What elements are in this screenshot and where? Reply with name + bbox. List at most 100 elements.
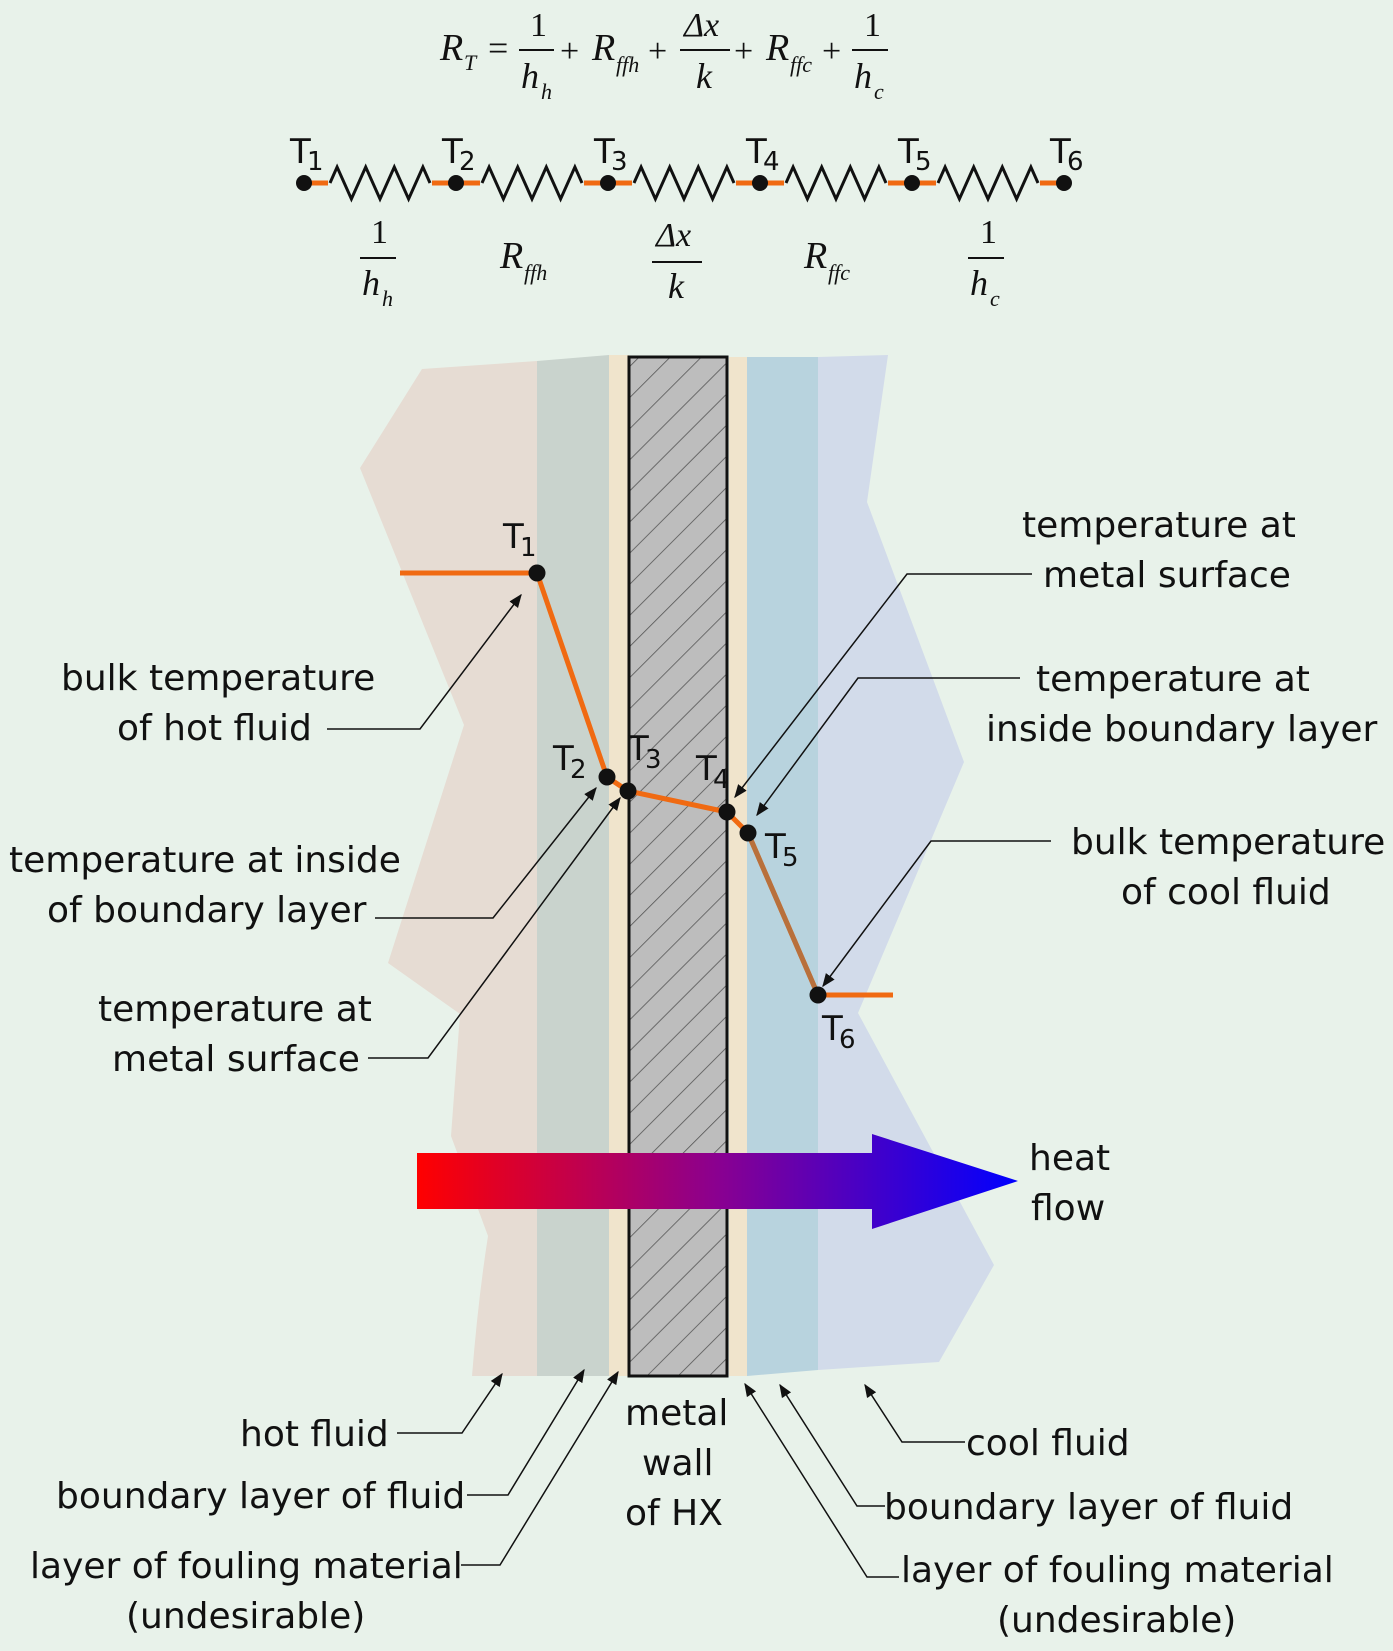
- network-node-3: [600, 175, 616, 191]
- network-node-sub-2: 2: [459, 147, 476, 177]
- label-fouling-left-2: (undesirable): [126, 1596, 365, 1637]
- network-node-sub-4: 4: [763, 147, 780, 177]
- label-bulk-hot-2: of hot fluid: [117, 708, 312, 749]
- profile-node-label-4: T: [695, 749, 717, 789]
- network-node-label-6: T: [1049, 132, 1071, 172]
- label-boundary-layer-right: boundary layer of fluid: [884, 1487, 1293, 1528]
- label-boundary-layer-left: boundary layer of fluid: [56, 1476, 465, 1517]
- formula-dx: Δx: [682, 7, 719, 44]
- formula-den-hc: h: [854, 56, 872, 96]
- profile-node-sub-2: 2: [570, 755, 587, 785]
- formula-rffc-sub: ffc: [790, 52, 812, 77]
- annotation-labels: bulk temperature of hot fluid temperatur…: [9, 505, 1385, 1641]
- profile-node-sub-5: 5: [782, 843, 799, 873]
- label-bulk-cool-1: bulk temperature: [1071, 822, 1385, 863]
- label-metal-wall-3: of HX: [625, 1493, 723, 1534]
- network-node-label-5: T: [897, 132, 919, 172]
- profile-node-3: [619, 782, 637, 800]
- svg-text:+: +: [822, 33, 841, 70]
- formula-den-h: h: [521, 56, 539, 96]
- label-bulk-hot-1: bulk temperature: [61, 658, 375, 699]
- profile-segment-cool: [745, 832, 821, 996]
- network-node-sub-5: 5: [915, 147, 932, 177]
- hot-boundary-layer: [537, 355, 609, 1376]
- network-node-6: [1056, 175, 1072, 191]
- resistor-5: [936, 163, 1040, 203]
- profile-node-sub-4: 4: [713, 765, 730, 795]
- heat-flow-label-2: flow: [1031, 1188, 1105, 1229]
- leader-lines: [327, 573, 1051, 1578]
- network-node-label-1: T: [289, 132, 311, 172]
- heat-exchanger-layers: [360, 355, 994, 1378]
- cool-fluid-region: [818, 355, 994, 1370]
- hot-fluid-region: [360, 361, 537, 1376]
- label-hot-fluid: hot fluid: [240, 1414, 389, 1455]
- network-node-1: [296, 175, 312, 191]
- resistor-1: [328, 163, 432, 203]
- net-label-2-sub: ffh: [524, 260, 547, 285]
- heat-flow-arrow-shape: [417, 1134, 1018, 1229]
- profile-node-sub-1: 1: [520, 533, 537, 563]
- formula-den-h-sub: h: [541, 79, 552, 104]
- label-inside-bl-right-2: inside boundary layer: [986, 709, 1378, 750]
- resistor-2: [480, 163, 584, 203]
- cool-boundary-layer: [747, 357, 818, 1376]
- label-metal-surface-right-2: metal surface: [1043, 555, 1291, 596]
- formula-rffc: R: [765, 27, 789, 69]
- formula-rffh-sub: ffh: [616, 52, 639, 77]
- net-label-4-r: R: [803, 235, 827, 277]
- net-label-2-r: R: [499, 235, 523, 277]
- label-metal-surface-right-1: temperature at: [1022, 505, 1296, 546]
- cool-fouling-layer: [729, 357, 747, 1376]
- profile-node-sub-6: 6: [839, 1025, 856, 1055]
- net-label-5-h: h: [970, 263, 988, 303]
- network-node-2: [448, 175, 464, 191]
- hot-fouling-layer: [609, 355, 629, 1376]
- profile-node-4: [718, 803, 736, 821]
- profile-node-sub-3: 3: [645, 745, 662, 775]
- label-fouling-right-2: (undesirable): [997, 1600, 1236, 1641]
- profile-node-2: [598, 768, 616, 786]
- label-metal-wall-1: metal: [625, 1393, 728, 1434]
- network-node-4: [752, 175, 768, 191]
- heat-flow-label-1: heat: [1029, 1138, 1110, 1179]
- svg-text:+: +: [734, 33, 753, 70]
- label-fouling-left-1: layer of fouling material: [30, 1546, 463, 1587]
- heat-flow-arrow: heat flow: [417, 1134, 1110, 1229]
- network-node-sub-1: 1: [307, 147, 324, 177]
- profile-node-5: [739, 824, 757, 842]
- label-metal-surface-left-2: metal surface: [112, 1039, 360, 1080]
- network-node-label-3: T: [593, 132, 615, 172]
- network-node-sub-6: 6: [1067, 147, 1084, 177]
- label-metal-surface-left-1: temperature at: [98, 989, 372, 1030]
- net-label-5-sub: c: [990, 286, 1000, 311]
- net-label-1-h: h: [362, 263, 380, 303]
- formula-den-hc-sub: c: [874, 79, 884, 104]
- total-resistance-formula: R T = 1 h h + R ffh + Δx k + R ffc + 1 h…: [439, 7, 888, 104]
- profile-node-6: [809, 986, 827, 1004]
- svg-text:+: +: [648, 33, 667, 70]
- profile-node-label-3: T: [627, 729, 649, 769]
- network-node-label-4: T: [745, 132, 767, 172]
- svg-text:=: =: [488, 28, 508, 68]
- net-label-5-num: 1: [980, 214, 997, 251]
- net-label-3-dx: Δx: [654, 217, 691, 254]
- profile-node-1: [528, 564, 546, 582]
- formula-num-2: 1: [864, 7, 881, 44]
- label-metal-wall-2: wall: [642, 1443, 714, 1484]
- net-label-4-sub: ffc: [828, 260, 850, 285]
- profile-node-label-2: T: [552, 739, 574, 779]
- formula-rffh: R: [591, 27, 615, 69]
- formula-lhs: R: [439, 27, 463, 69]
- network-labels: 1 h h R ffh Δx k R ffc 1 h c: [360, 214, 1004, 311]
- network-node-label-2: T: [441, 132, 463, 172]
- profile-node-label-6: T: [821, 1009, 843, 1049]
- net-label-1-sub: h: [382, 286, 393, 311]
- profile-node-label-1: T: [502, 517, 524, 557]
- label-inside-bl-left-1: temperature at inside: [9, 840, 401, 881]
- profile-node-label-5: T: [764, 827, 786, 867]
- formula-lhs-sub: T: [464, 50, 478, 75]
